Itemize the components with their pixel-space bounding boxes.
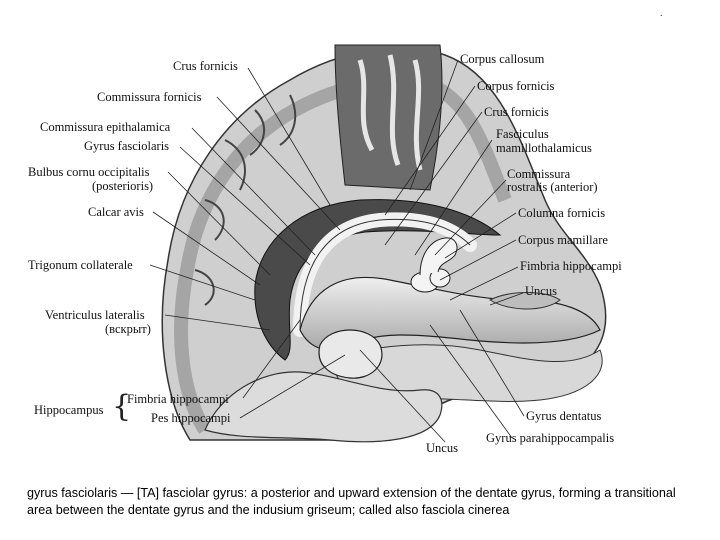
label-commissura-epithalamica: Commissura epithalamica [40,121,170,134]
label-hippocampus: Hippocampus [34,404,103,417]
label-gyrus-fasciolaris: Gyrus fasciolaris [84,140,169,153]
label-corpus-fornicis: Corpus fornicis [477,80,554,93]
label-bulbus-cornu-line1: Bulbus cornu occipitalis [28,166,150,179]
label-crus-fornicis-left: Crus fornicis [173,60,238,73]
label-fimbria-hippocampi-right: Fimbria hippocampi [520,260,622,273]
label-crus-fornicis-right: Crus fornicis [484,106,549,119]
label-pes-hippocampi: Pes hippocampi [151,412,231,425]
label-commissura-fornicis: Commissura fornicis [97,91,202,104]
uncus-lobe [319,330,382,378]
label-bulbus-cornu-line2: (posterioris) [92,180,153,193]
label-uncus-right: Uncus [525,285,557,298]
brain-anatomy-illustration: Crus fornicis Commissura fornicis Commis… [0,0,720,470]
definition-caption: gyrus fasciolaris — [TA] fasciolar gyrus… [27,485,697,518]
label-corpus-mamillare: Corpus mamillare [518,234,608,247]
label-fasciculus-line2: mamillothalamicus [496,142,592,155]
label-commissura-line2: rostralis (anterior) [507,181,598,194]
corpus-callosum-region [335,45,442,190]
label-uncus-bottom: Uncus [426,442,458,455]
corner-mark: . [660,8,663,19]
label-gyrus-dentatus: Gyrus dentatus [526,410,601,423]
brain-drawing [0,0,720,470]
label-calcar-avis: Calcar avis [88,206,144,219]
label-columna-fornicis: Columna fornicis [518,207,605,220]
label-ventriculus-line1: Ventriculus lateralis [45,309,145,322]
label-gyrus-parahippocampalis: Gyrus parahippocampalis [486,432,614,445]
label-fimbria-hippocampi-left: Fimbria hippocampi [127,393,229,406]
label-corpus-callosum: Corpus callosum [460,53,544,66]
label-ventriculus-line2: (вскрыт) [105,323,151,336]
label-fasciculus-line1: Fasciculus [496,128,549,141]
label-trigonum-collaterale: Trigonum collaterale [28,259,133,272]
